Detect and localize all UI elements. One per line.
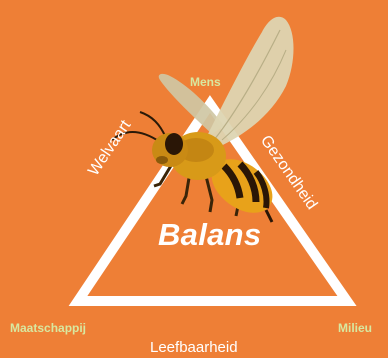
edge-label-bottom: Leefbaarheid xyxy=(150,340,238,355)
corner-label-bottom-left: Maatschappij xyxy=(10,322,86,334)
center-label: Balans xyxy=(158,219,261,250)
bee-icon xyxy=(112,17,294,224)
corner-label-top: Mens xyxy=(190,76,221,88)
corner-label-bottom-right: Milieu xyxy=(338,322,372,334)
